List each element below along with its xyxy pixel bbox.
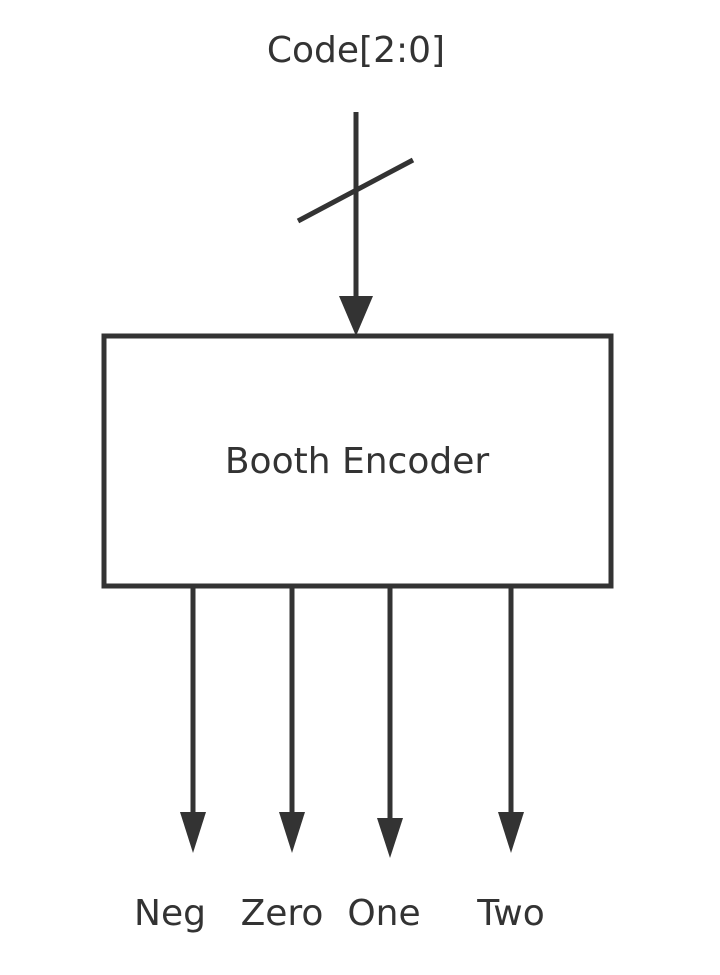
output-label-one: One (347, 893, 421, 934)
output-arrowhead-two (498, 812, 524, 853)
booth-encoder-block (101, 333, 614, 589)
output-label-zero: Zero (240, 893, 324, 934)
bus-width-slash (296, 157, 415, 224)
output-arrowhead-one (377, 818, 403, 858)
output-arrowhead-zero (279, 812, 305, 853)
output-arrowhead-neg (180, 812, 206, 853)
input-arrowhead (339, 296, 373, 336)
input-label: Code[2:0] (266, 30, 446, 71)
block-label: Booth Encoder (224, 441, 490, 482)
output-label-two: Two (477, 893, 545, 934)
output-label-neg: Neg (134, 893, 206, 934)
